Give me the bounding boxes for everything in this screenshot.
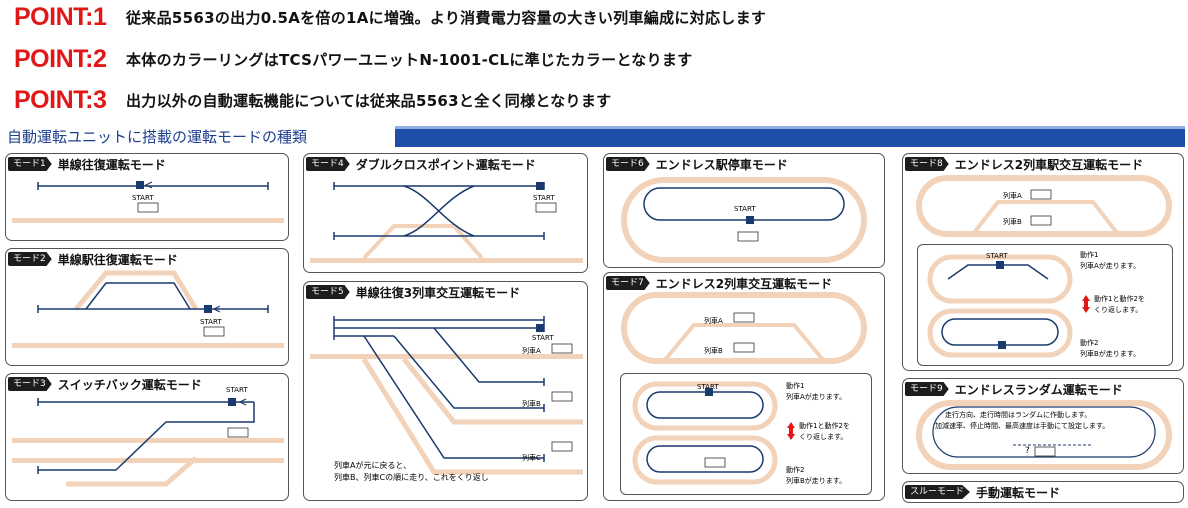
mode-7-sequence: START 動作1 列車Aが走ります。 動作1と動作2を くり返します。 動作2… — [632, 381, 850, 485]
mode-1-diagram: START — [12, 181, 284, 223]
panel-mode-9: 走行方向、走行時間はランダムに作動します。 加減速率、停止時間、最高速度は手動に… — [902, 378, 1184, 474]
mode-7-mid2: くり返します。 — [799, 433, 847, 441]
mode-5-train-b: 列車B — [522, 399, 541, 408]
mode-7-start: START — [697, 383, 719, 391]
mode-1-badge: モード1 — [8, 157, 52, 171]
panel-mode-8: 列車A 列車B START 動作1 列車Aが走ります。 動作1と動作2を くり返… — [902, 153, 1184, 371]
mode-8-train-a: 列車A — [1003, 191, 1022, 200]
mode-8-title: エンドレス2列車駅交互運転モード — [954, 157, 1144, 172]
mode-5-diagram: START 列車A 列車B 列車C 列車Aが元に戻ると、 列車B、列車Cの順に走… — [310, 316, 583, 482]
mode-3-start: START — [226, 386, 248, 394]
mode-6-diagram: START — [621, 177, 867, 263]
panel-mode-1: START モード1 単線往復運転モード — [5, 153, 289, 241]
mode-2-badge: モード2 — [8, 252, 52, 266]
through-title: 手動運転モード — [976, 485, 1061, 500]
panel-mode-2: START モード2 単線駅往復運転モード — [5, 248, 289, 366]
mode-6-badge: モード6 — [606, 157, 650, 171]
mode-4-diagram: START — [310, 182, 583, 263]
mode-3-diagram: START — [12, 386, 284, 487]
point-3-tag: POINT:3 — [14, 85, 107, 114]
mode-3-title: スイッチバック運転モード — [57, 377, 202, 392]
mode-3-badge: モード3 — [8, 377, 52, 391]
point-3-text: 出力以外の自動運転機能については従来品5563と全く同様となります — [126, 91, 612, 110]
mode-4-badge: モード4 — [306, 157, 350, 171]
mode-5-badge: モード5 — [306, 285, 350, 299]
mode-4-title: ダブルクロスポイント運転モード — [355, 157, 536, 172]
mode-8-act2: 動作2 — [1080, 338, 1098, 347]
mode-5-note-1: 列車Aが元に戻ると、 — [334, 460, 411, 470]
point-2: POINT:2 本体のカラーリングはTCSパワーユニットN-1001-CLに準じ… — [14, 44, 693, 74]
point-1: POINT:1 従来品5563の出力0.5Aを倍の1Aに増強。より消費電力容量の… — [14, 2, 766, 32]
mode-2-diagram: START — [12, 270, 284, 348]
mode-7-act1: 動作1 — [786, 381, 804, 390]
mode-1-title: 単線往復運転モード — [57, 157, 166, 172]
mode-1-start: START — [132, 194, 154, 202]
panel-mode-3: START モード3 スイッチバック運転モード — [5, 373, 289, 501]
section-bar — [395, 126, 1185, 147]
point-3: POINT:3 出力以外の自動運転機能については従来品5563と全く同様となりま… — [14, 85, 611, 115]
mode-8-train-b: 列車B — [1003, 217, 1022, 226]
mode-9-diagram: 走行方向、走行時間はランダムに作動します。 加減速率、停止時間、最高速度は手動に… — [916, 400, 1172, 470]
mode-8-start: START — [986, 252, 1008, 260]
panel-through-mode: スルーモード手動運転モード — [902, 481, 1184, 503]
mode-2-title: 単線駅往復運転モード — [57, 252, 178, 267]
mode-9-q: ? — [1025, 446, 1030, 456]
mode-7-act2b: 列車Bが走ります。 — [786, 476, 846, 485]
section-title: 自動運転ユニットに搭載の運転モードの種類 — [7, 128, 308, 146]
mode-8-badge: モード8 — [905, 157, 949, 171]
panel-mode-6: START モード6 エンドレス駅停車モード — [603, 153, 885, 268]
point-1-tag: POINT:1 — [14, 2, 107, 31]
mode-8-act2b: 列車Bが走ります。 — [1080, 349, 1140, 358]
through-badge: スルーモード — [905, 485, 971, 499]
mode-8-act1b: 列車Aが走ります。 — [1080, 261, 1140, 270]
point-2-tag: POINT:2 — [14, 44, 107, 73]
mode-5-title: 単線往復3列車交互運転モード — [355, 285, 521, 300]
mode-7-badge: モード7 — [606, 276, 650, 290]
panel-mode-5: START 列車A 列車B 列車C 列車Aが元に戻ると、 列車B、列車Cの順に走… — [303, 281, 588, 501]
mode-8-act1: 動作1 — [1080, 250, 1098, 259]
point-1-text: 従来品5563の出力0.5Aを倍の1Aに増強。より消費電力容量の大きい列車編成に… — [126, 8, 767, 27]
mode-7-inner-box: START 動作1 列車Aが走ります。 動作1と動作2を くり返します。 動作2… — [620, 373, 872, 495]
mode-7-diagram: 列車A 列車B — [621, 292, 867, 364]
mode-7-mid1: 動作1と動作2を — [799, 421, 850, 430]
mode-8-mid2: くり返します。 — [1094, 306, 1142, 314]
mode-5-train-a: 列車A — [522, 346, 541, 355]
mode-7-title: エンドレス2列車交互運転モード — [655, 276, 833, 291]
mode-7-act1b: 列車Aが走ります。 — [786, 392, 846, 401]
mode-9-badge: モード9 — [905, 382, 949, 396]
mode-8-inner-box: START 動作1 列車Aが走ります。 動作1と動作2を くり返します。 動作2… — [917, 244, 1173, 366]
mode-6-start: START — [734, 205, 756, 213]
panel-mode-7: 列車A 列車B START 動作1 列車Aが走ります。 動作1と動作2を くり返… — [603, 272, 885, 501]
point-2-text: 本体のカラーリングはTCSパワーユニットN-1001-CLに準じたカラーとなりま… — [126, 50, 693, 69]
mode-7-train-b: 列車B — [704, 346, 723, 355]
mode-4-start: START — [533, 194, 555, 202]
mode-5-train-c: 列車C — [522, 453, 541, 462]
mode-5-start: START — [532, 334, 554, 342]
mode-5-note-2: 列車B、列車Cの順に走り、これをくり返し — [334, 472, 489, 482]
mode-6-title: エンドレス駅停車モード — [655, 157, 788, 172]
mode-9-desc-1: 走行方向、走行時間はランダムに作動します。 — [945, 410, 1091, 419]
panel-mode-4: START モード4 ダブルクロスポイント運転モード — [303, 153, 588, 273]
mode-8-sequence: START 動作1 列車Aが走ります。 動作1と動作2を くり返します。 動作2… — [927, 250, 1145, 358]
mode-7-act2: 動作2 — [786, 465, 804, 474]
mode-9-title: エンドレスランダム運転モード — [954, 382, 1123, 397]
mode-7-train-a: 列車A — [704, 316, 723, 325]
mode-8-mid1: 動作1と動作2を — [1094, 294, 1145, 303]
mode-2-start: START — [200, 318, 222, 326]
mode-8-diagram: 列車A 列車B — [916, 175, 1172, 237]
mode-9-desc-2: 加減速率、停止時間、最高速度は手動にて設定します。 — [935, 421, 1109, 430]
